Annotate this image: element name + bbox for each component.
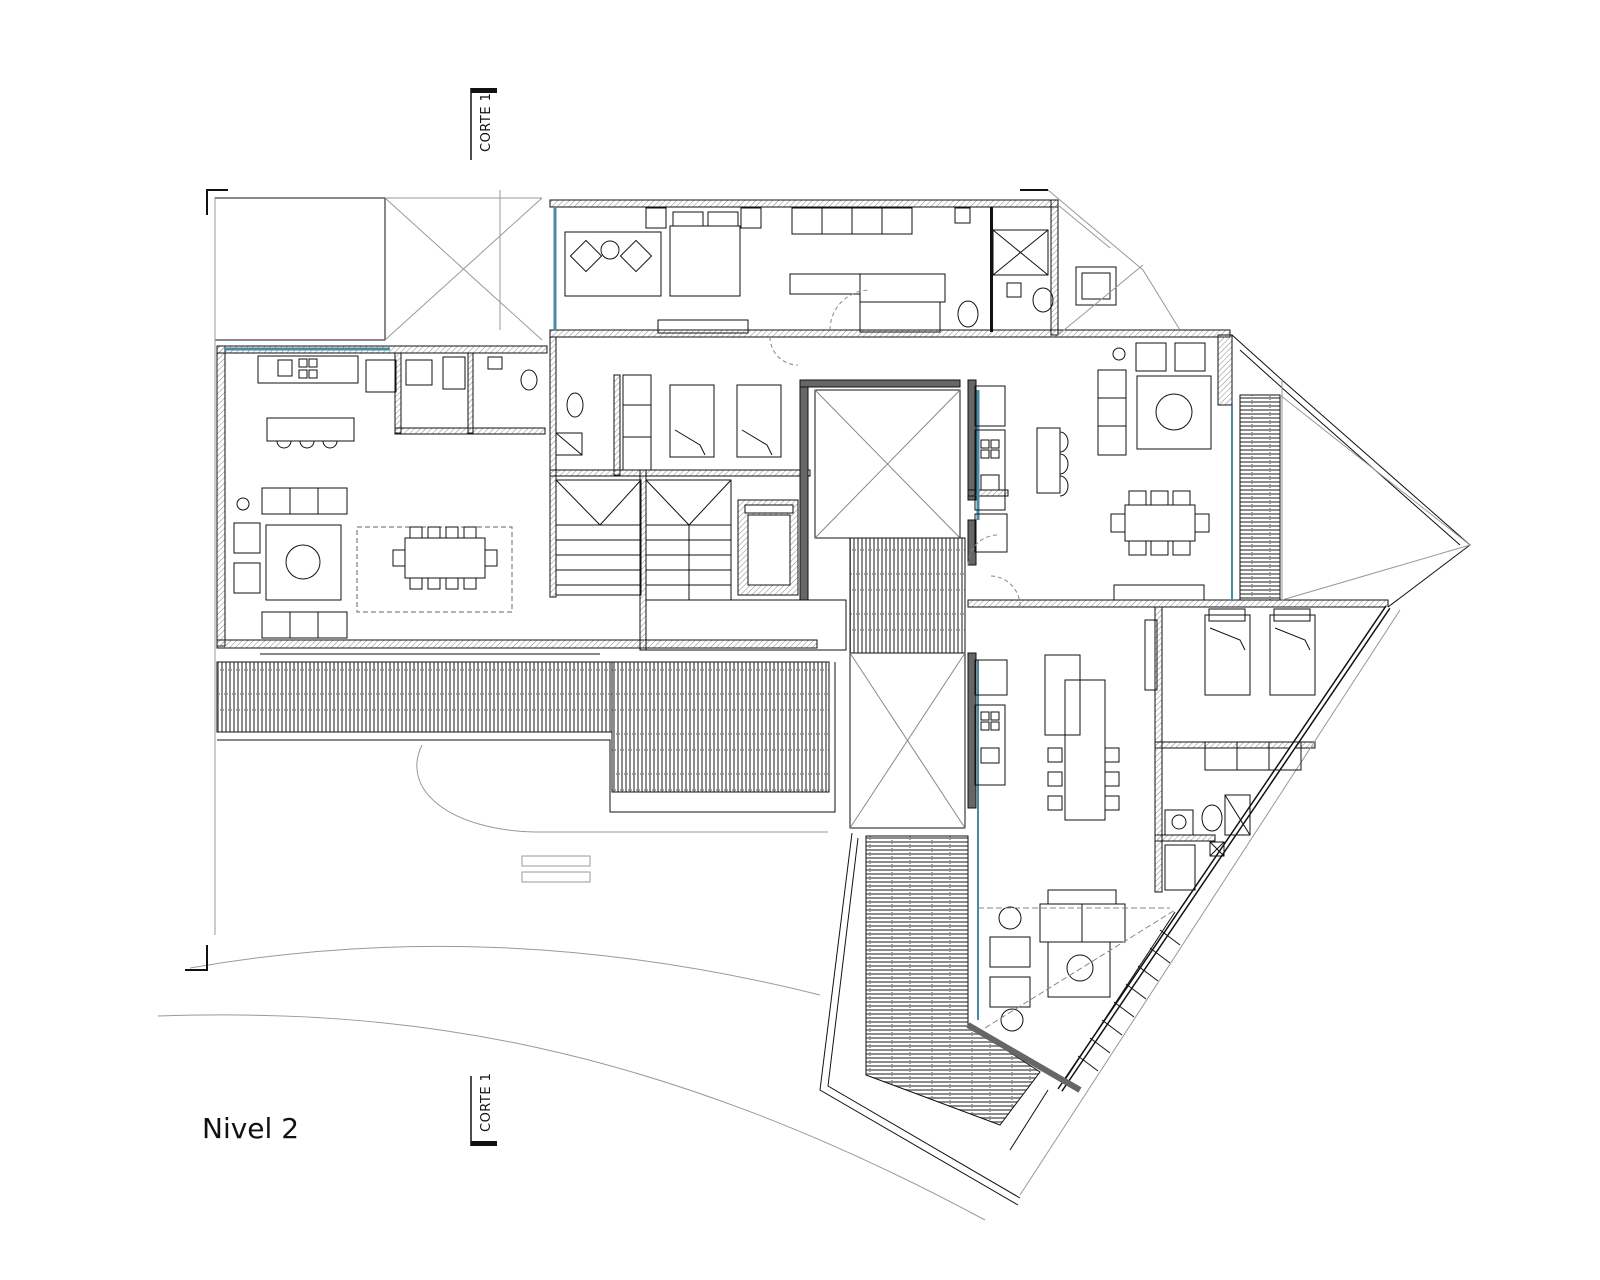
left-kitchen [257, 355, 538, 449]
level-title: Nivel 2 [202, 1112, 300, 1145]
upper-left-void [214, 197, 543, 935]
exterior-stair [1064, 911, 1181, 1081]
lot-corners [185, 189, 1048, 971]
central-voids [645, 389, 966, 829]
section-marker-bottom [470, 1076, 497, 1146]
left-unit-walls [216, 345, 818, 655]
right-upper-deck [1239, 394, 1281, 601]
right-lower-walls [967, 605, 1401, 1196]
left-terrace [216, 661, 836, 883]
right-upper-furniture [967, 342, 1212, 607]
center-furniture [555, 336, 799, 471]
site-lines [157, 190, 986, 1221]
right-roof-point [1231, 334, 1471, 608]
right-upper-walls [967, 334, 1389, 608]
left-living-furniture [233, 487, 513, 639]
top-bedroom-walls [549, 199, 1231, 338]
roof-edges [1047, 189, 1181, 336]
lower-terrace [819, 832, 1082, 1206]
top-bedroom-furniture [564, 207, 1117, 334]
right-lower-furniture [974, 608, 1316, 1032]
section-marker-top [470, 88, 497, 160]
stairs [555, 479, 799, 601]
